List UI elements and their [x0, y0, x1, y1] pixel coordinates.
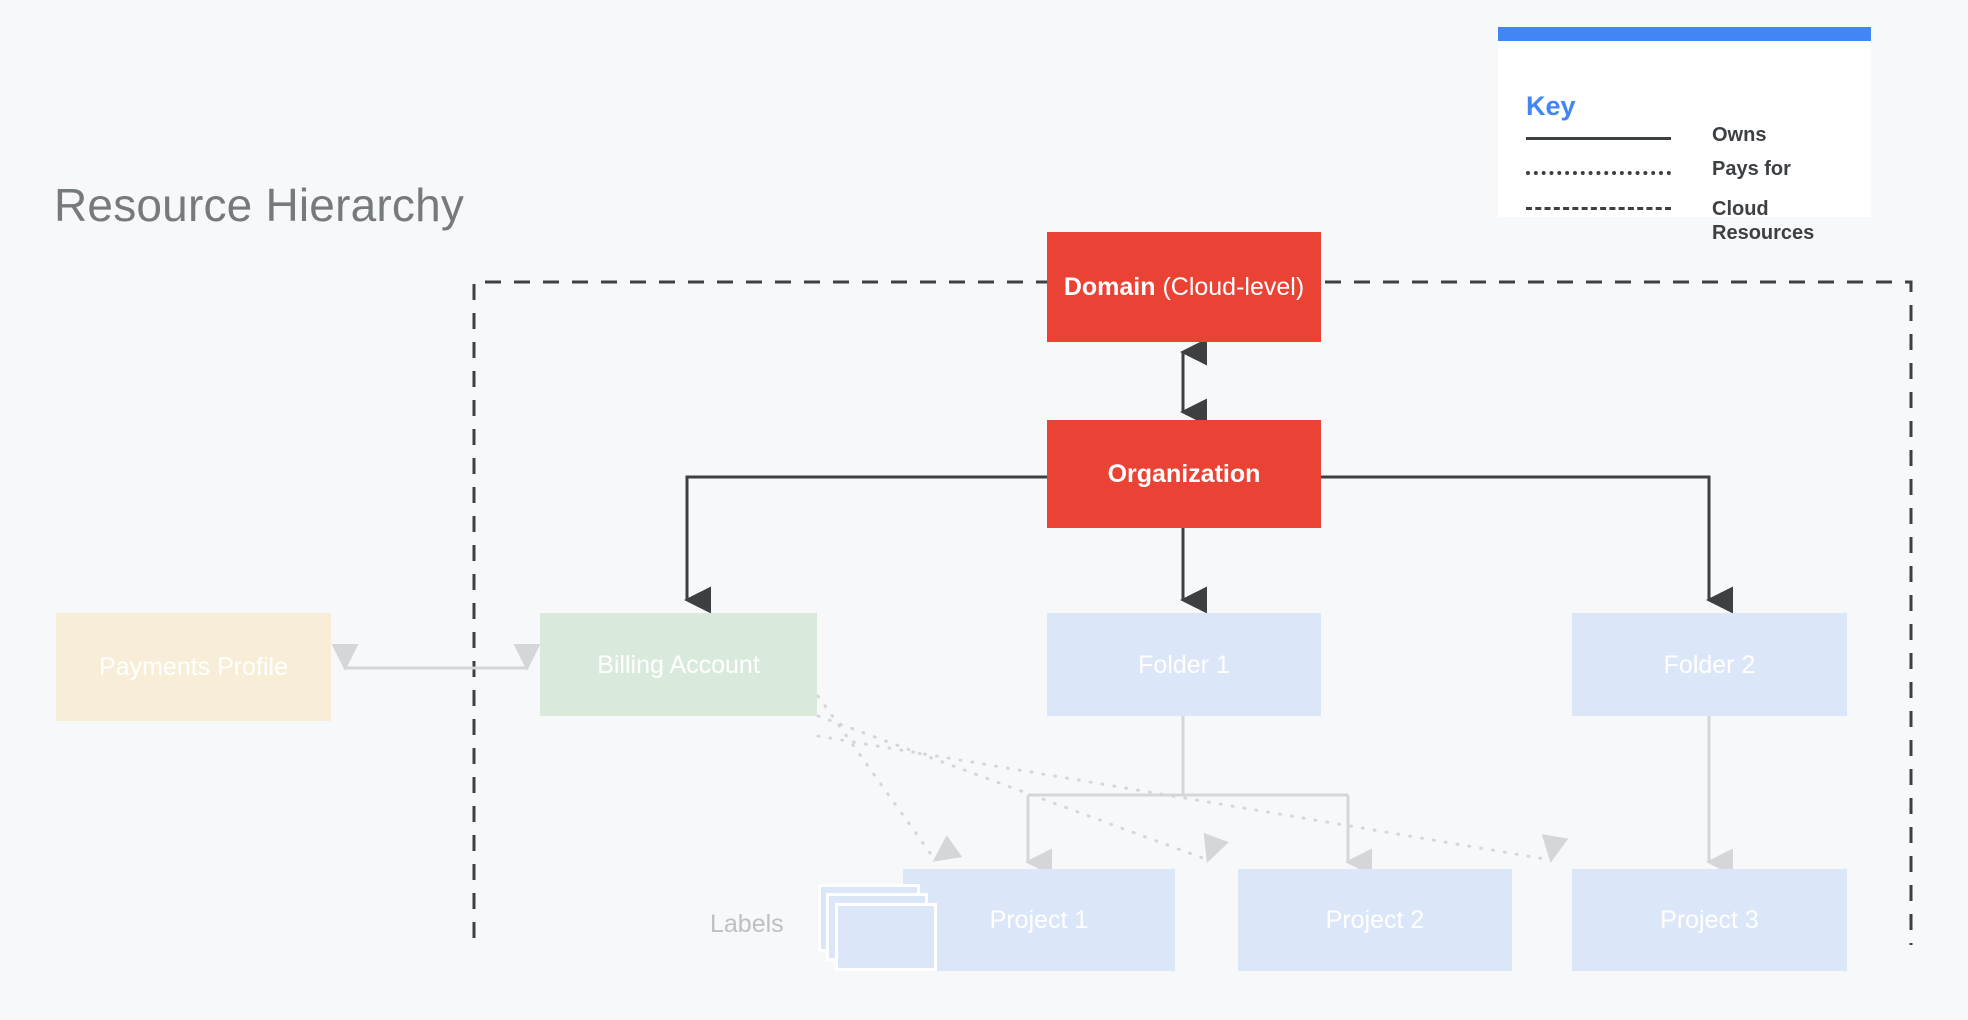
key-label-pays-for: Pays for	[1712, 158, 1791, 180]
node-payments-profile-label: Payments Profile	[99, 653, 288, 681]
key-row-owns: Owns	[1526, 123, 1846, 157]
node-organization[interactable]: Organization	[1047, 420, 1321, 528]
node-project-1[interactable]: Project 1	[903, 869, 1175, 971]
node-domain[interactable]: Domain (Cloud-level)	[1047, 232, 1321, 342]
node-project-2[interactable]: Project 2	[1238, 869, 1512, 971]
labels-stack-icon[interactable]	[818, 884, 938, 976]
node-project-1-label: Project 1	[989, 906, 1089, 934]
labels-card-front	[835, 903, 937, 971]
node-domain-label: Domain (Cloud-level)	[1064, 272, 1304, 302]
key-panel-accent-bar	[1498, 27, 1871, 41]
key-line-dotted-icon	[1526, 171, 1671, 175]
node-folder-2-label: Folder 2	[1663, 650, 1756, 679]
labels-caption: Labels	[710, 910, 784, 938]
key-panel: Key Owns Pays for Cloud Resources	[1498, 27, 1871, 244]
key-line-dashed-icon	[1526, 207, 1671, 210]
node-payments-profile[interactable]: Payments Profile	[56, 613, 331, 721]
key-label-cloud-resources: Cloud Resources	[1712, 198, 1815, 245]
key-row-cloud-resources: Cloud Resources	[1526, 197, 1846, 244]
node-billing-account[interactable]: Billing Account	[540, 613, 817, 716]
edge-billing-pays-project2	[816, 714, 1229, 863]
node-billing-account-label: Billing Account	[597, 650, 760, 679]
key-line-solid-icon	[1526, 137, 1671, 140]
key-title: Key	[1526, 91, 1576, 121]
node-folder-1[interactable]: Folder 1	[1047, 613, 1321, 716]
node-project-3-label: Project 3	[1660, 906, 1759, 934]
node-project-3[interactable]: Project 3	[1572, 869, 1847, 971]
node-domain-label-strong: Domain	[1063, 273, 1156, 301]
node-domain-label-normal: (Cloud-level)	[1155, 273, 1305, 301]
node-organization-label: Organization	[1107, 460, 1261, 488]
edge-billing-pays-project3	[816, 734, 1569, 863]
node-project-2-label: Project 2	[1325, 906, 1425, 934]
edge-billing-pays-project1	[816, 694, 963, 862]
key-label-owns: Owns	[1712, 124, 1767, 146]
edge-organization-billing	[684, 475, 1047, 614]
key-row-pays-for: Pays for	[1526, 157, 1846, 191]
node-folder-2[interactable]: Folder 2	[1572, 613, 1847, 716]
node-folder-1-label: Folder 1	[1138, 650, 1230, 679]
edge-organization-folder2	[1321, 475, 1733, 614]
page-title: Resource Hierarchy	[54, 179, 465, 231]
